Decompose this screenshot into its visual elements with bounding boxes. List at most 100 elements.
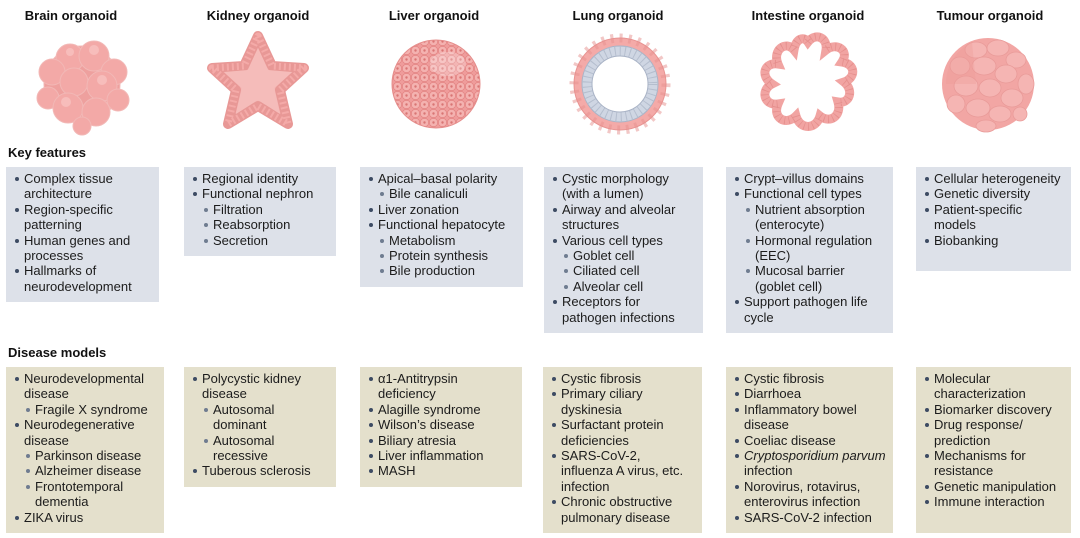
list-item: Airway and alveolar structures — [552, 202, 697, 233]
list-item: Neurodevelopmental disease — [14, 371, 158, 402]
list-item-text: Liver inflammation — [378, 448, 484, 464]
list-item-text: Chronic obstructive pulmonary disease — [561, 494, 673, 525]
list-item-text: Genetic manipulation — [934, 478, 1057, 494]
sub-list-item: Autosomal recessive — [192, 433, 330, 464]
sub-list-item: Filtration — [192, 202, 330, 217]
list-item-text: Cryptosporidium parvum — [744, 448, 886, 464]
liver-organoid-icon — [391, 39, 481, 129]
list-item-text: SARS-CoV-2, influenza A virus, etc. infe… — [561, 448, 684, 494]
list-item-text: Mucosal barrier (goblet cell) — [755, 263, 845, 294]
tumour-organoid-title: Tumour organoid — [936, 8, 1044, 23]
sub-list-item: Autosomal dominant — [192, 402, 330, 433]
sub-list-item: Bile production — [368, 263, 517, 278]
list-item-text: Autosomal recessive — [213, 432, 275, 464]
lung-key-features-box: Cystic morphology (with a lumen)Airway a… — [544, 167, 703, 333]
sub-list-item: Reabsorption — [192, 217, 330, 232]
list-item: Tuberous sclerosis — [192, 463, 330, 478]
list-item: Hallmarks of neurodevelopment — [14, 263, 153, 294]
list-item: Apical–basal polarity — [368, 171, 517, 186]
list-item: Various cell types — [552, 233, 697, 248]
sub-list-item: Protein synthesis — [368, 248, 517, 263]
list-item: Drug response/ prediction — [924, 417, 1065, 448]
list-item: Functional nephron — [192, 186, 330, 201]
list-item-text: Genetic diversity — [934, 186, 1031, 202]
sub-list-item: Metabolism — [368, 233, 517, 248]
list-item-text: Hallmarks of neurodevelopment — [24, 263, 132, 294]
lung-organoid-icon — [569, 33, 671, 135]
sub-list-item: Mucosal barrier (goblet cell) — [734, 263, 887, 294]
list-item-text: MASH — [378, 463, 416, 479]
list-item-text: Apical–basal polarity — [378, 171, 498, 186]
list-item-text: Alzheimer disease — [35, 463, 142, 479]
list-item-text: Cystic fibrosis — [744, 371, 825, 386]
list-item: Cystic fibrosis — [551, 371, 696, 386]
kidney-organoid-title: Kidney organoid — [206, 8, 310, 23]
list-item-text: Secretion — [213, 232, 268, 248]
list-item: Chronic obstructive pulmonary disease — [551, 494, 696, 525]
list-item-text: Bile canaliculi — [389, 186, 468, 202]
list-item-text: Receptors for pathogen infections — [562, 294, 675, 325]
list-item-text: ZIKA virus — [24, 509, 84, 525]
sub-list-item: Bile canaliculi — [368, 186, 517, 201]
list-item-text: Crypt–villus domains — [744, 171, 864, 186]
list-item-text: Surfactant protein deficiencies — [561, 417, 664, 448]
list-item: Primary ciliary dyskinesia — [551, 386, 696, 417]
list-item-text: Liver zonation — [378, 201, 459, 217]
list-item: Coeliac disease — [734, 433, 887, 448]
list-item-text: Wilson’s disease — [378, 417, 475, 433]
list-item-text: Complex tissue architecture — [24, 171, 113, 202]
list-item-text: α1-Antitrypsin deficiency — [378, 371, 458, 402]
list-item: Norovirus, rotavirus, enterovirus infect… — [734, 479, 887, 510]
list-item: Support pathogen life cycle — [734, 294, 887, 325]
list-item-text: Regional identity — [202, 171, 299, 186]
list-item-text: Cellular heterogeneity — [934, 171, 1061, 186]
list-item-text: Patient-specific models — [934, 201, 1023, 233]
list-item-text: Goblet cell — [573, 248, 635, 264]
list-item-text: Region-specific patterning — [24, 201, 113, 233]
list-item: Genetic diversity — [924, 186, 1065, 201]
sub-list-item: Secretion — [192, 233, 330, 248]
list-item: Region-specific patterning — [14, 202, 153, 233]
sub-list-item: Ciliated cell — [552, 263, 697, 278]
list-item-text: Ciliated cell — [573, 263, 640, 279]
key-features-heading: Key features — [8, 145, 87, 160]
sub-list-item: Goblet cell — [552, 248, 697, 263]
list-item: Biliary atresia — [368, 433, 516, 448]
disease-models-heading: Disease models — [8, 345, 107, 360]
list-item: Neurodegenerative disease — [14, 417, 158, 448]
list-item-text: Hormonal regulation (EEC) — [755, 232, 873, 264]
list-item-text: Neurodevelopmental disease — [24, 371, 144, 402]
sub-list-item: Fragile X syndrome — [14, 402, 158, 417]
list-item-text: Functional hepatocyte — [378, 217, 506, 233]
list-item-text: Alagille syndrome — [378, 401, 481, 417]
brain-organoid-icon — [36, 40, 130, 136]
list-item: Receptors for pathogen infections — [552, 294, 697, 325]
list-item: Wilson’s disease — [368, 417, 516, 432]
list-item-text: SARS-CoV-2 infection — [744, 509, 872, 525]
bullet-list: Cystic morphology (with a lumen)Airway a… — [552, 171, 697, 325]
list-item: Liver zonation — [368, 202, 517, 217]
list-item: Functional hepatocyte — [368, 217, 517, 232]
list-item: Regional identity — [192, 171, 330, 186]
lung-organoid-title: Lung organoid — [572, 8, 664, 23]
liver-organoid-title: Liver organoid — [388, 8, 480, 23]
brain-organoid-title: Brain organoid — [24, 8, 118, 23]
list-item-text: Filtration — [213, 201, 263, 217]
